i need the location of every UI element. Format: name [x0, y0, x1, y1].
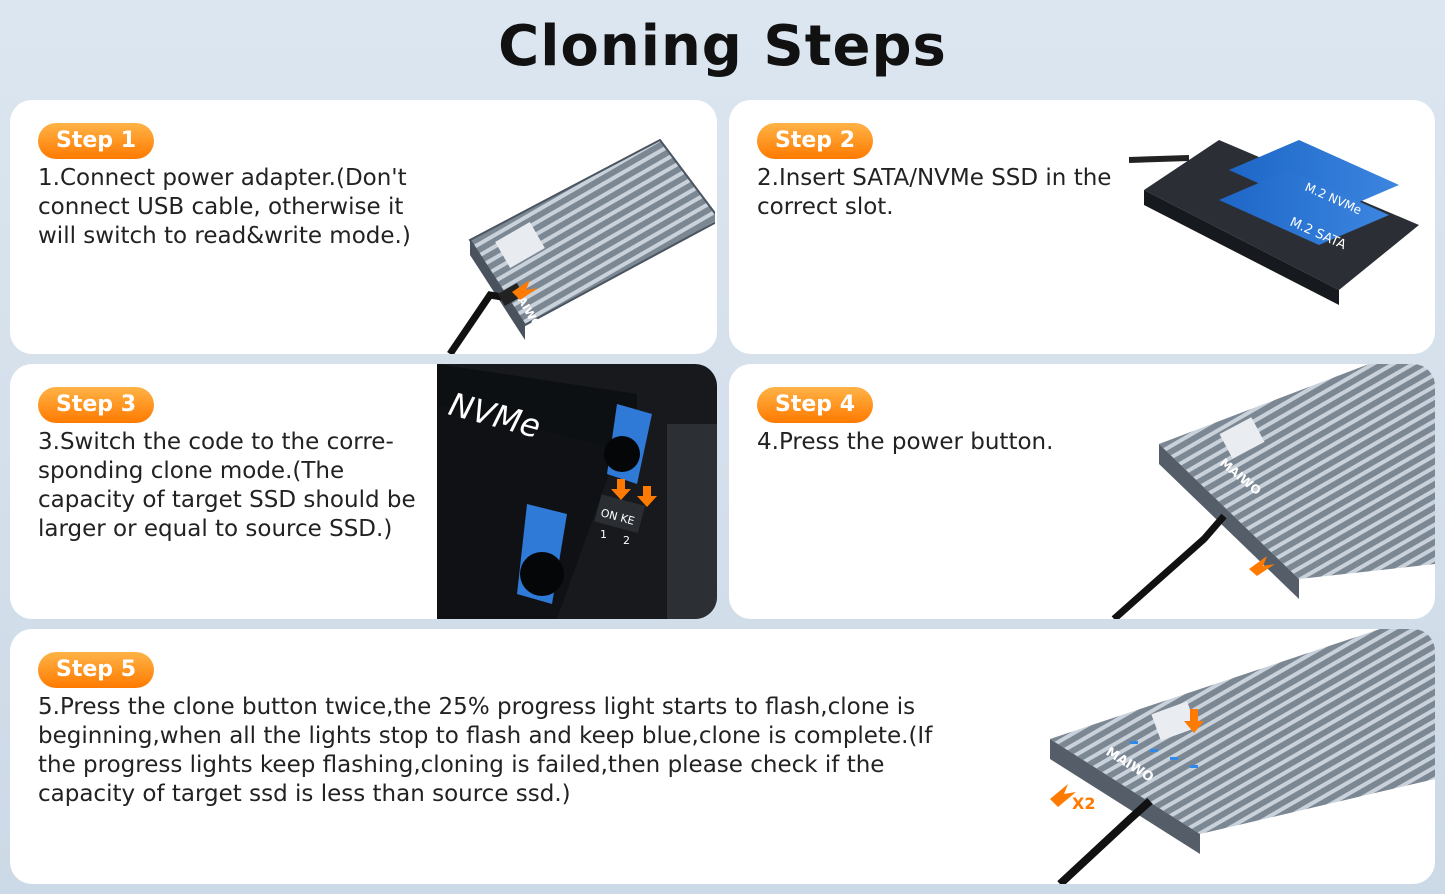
step-3-text: 3.Switch the code to the corre-sponding …	[38, 429, 416, 542]
switch-2-label: 2	[623, 534, 630, 547]
page-title: Cloning Steps	[498, 14, 947, 79]
step-4-card: Step 4 4.Press the power button. MAIWO	[729, 364, 1435, 619]
arrow-down-icon	[611, 479, 631, 500]
step-4-text: 4.Press the power button.	[757, 429, 1054, 455]
step-5-card: Step 5 5.Press the clone button twice,th…	[10, 629, 1435, 884]
step-2-card: Step 2 2.Insert SATA/NVMe SSD in the cor…	[729, 100, 1435, 354]
open-enclosure-image: M.2 NVMe M.2 SATA	[1129, 140, 1419, 305]
step-2-text: 2.Insert SATA/NVMe SSD in the correct sl…	[757, 165, 1112, 220]
enclosure-power-image: MAIWO	[1111, 364, 1435, 619]
arrow-down-icon	[1184, 709, 1204, 733]
arrow-down-icon	[637, 486, 657, 507]
enclosure-image: MAIWO	[447, 138, 715, 354]
switch-1-label: 1	[600, 528, 607, 541]
step-2-badge: Step 2	[757, 123, 873, 159]
step-5-text: 5.Press the clone button twice,the 25% p…	[38, 694, 933, 807]
arrow-icon	[512, 280, 538, 300]
enclosure-clone-button-image: MAIWO X2	[1050, 629, 1435, 884]
dip-switch-closeup-image: NVMe ON KE 1 2	[437, 364, 717, 619]
twice-label: X2	[1072, 794, 1095, 813]
step-3-badge: Step 3	[38, 387, 154, 423]
step-1-card: Step 1 1.Connect power adapter.(Don't co…	[10, 100, 717, 354]
step-1-text: 1.Connect power adapter.(Don't connect U…	[38, 165, 411, 249]
arrow-icon	[1050, 784, 1076, 807]
step-1-badge: Step 1	[38, 123, 154, 159]
arrow-icon	[1249, 556, 1275, 576]
step-4-badge: Step 4	[757, 387, 873, 423]
step-5-badge: Step 5	[38, 652, 154, 688]
step-3-card: Step 3 3.Switch the code to the corre-sp…	[10, 364, 717, 619]
